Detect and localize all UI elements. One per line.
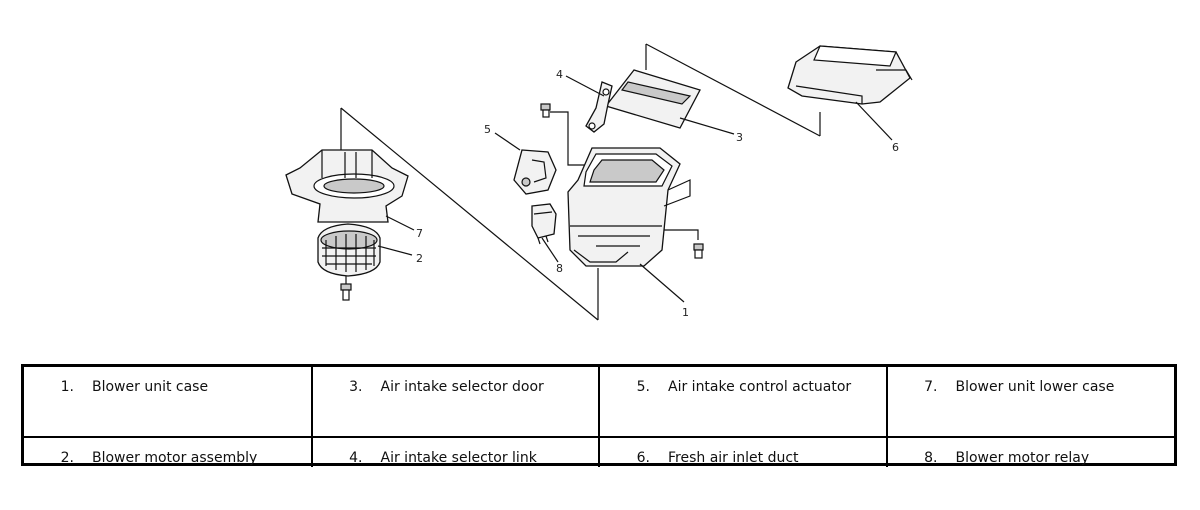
legend-text: Blower motor relay (955, 450, 1090, 466)
callout-4: 4 (556, 68, 563, 81)
blower-motor-relay (531, 203, 557, 245)
legend-text: Blower unit case (92, 379, 209, 395)
callout-7: 7 (416, 227, 423, 240)
callout-1: 1 (682, 306, 689, 319)
leader-lines (377, 75, 893, 303)
legend-cell: 7. Blower unit lower case (885, 367, 1174, 438)
legend-row: 2. Blower motor assembly 4. Air intake s… (24, 436, 1174, 467)
callout-2: 2 (416, 252, 423, 265)
air-intake-selector-door (604, 69, 701, 129)
legend-text: Air intake control actuator (668, 379, 852, 395)
legend-cell: 5. Air intake control actuator (598, 367, 888, 438)
fresh-air-inlet-duct (787, 45, 913, 105)
air-intake-selector-link (540, 81, 613, 133)
legend-number: 2. (60, 450, 74, 466)
callout-5: 5 (484, 123, 491, 136)
blower-unit-lower-case (285, 149, 409, 223)
callout-3: 3 (736, 131, 743, 144)
air-intake-control-actuator (513, 149, 557, 195)
callout-labels: 1 2 3 4 5 6 7 8 (416, 68, 899, 319)
legend-number: 1. (60, 379, 74, 395)
callout-6: 6 (892, 141, 899, 154)
legend-row: 1. Blower unit case 3. Air intake select… (24, 367, 1174, 438)
group-lines (340, 43, 821, 321)
legend-number: 7. (924, 379, 938, 395)
callout-8: 8 (556, 262, 563, 275)
legend-cell: 6. Fresh air inlet duct (598, 436, 888, 467)
blower-motor-assembly (317, 223, 381, 301)
parts-legend-table: 1. Blower unit case 3. Air intake select… (21, 364, 1177, 467)
legend-text: Air intake selector link (380, 450, 537, 466)
legend-cell: 4. Air intake selector link (310, 436, 600, 467)
legend-number: 8. (924, 450, 938, 466)
blower-unit-case (567, 147, 704, 267)
legend-cell: 1. Blower unit case (24, 367, 313, 438)
legend-cell: 3. Air intake selector door (310, 367, 600, 438)
exploded-view-diagram: 1 2 3 4 5 6 7 8 (285, 43, 913, 321)
legend-number: 6. (636, 450, 650, 466)
legend-text: Air intake selector door (380, 379, 544, 395)
legend-text: Fresh air inlet duct (668, 450, 799, 466)
legend-cell: 8. Blower motor relay (885, 436, 1174, 467)
legend-cell: 2. Blower motor assembly (24, 436, 313, 467)
legend-text: Blower motor assembly (92, 450, 258, 466)
legend-text: Blower unit lower case (955, 379, 1115, 395)
legend-number: 5. (636, 379, 650, 395)
legend-number: 3. (349, 379, 363, 395)
legend-number: 4. (349, 450, 363, 466)
